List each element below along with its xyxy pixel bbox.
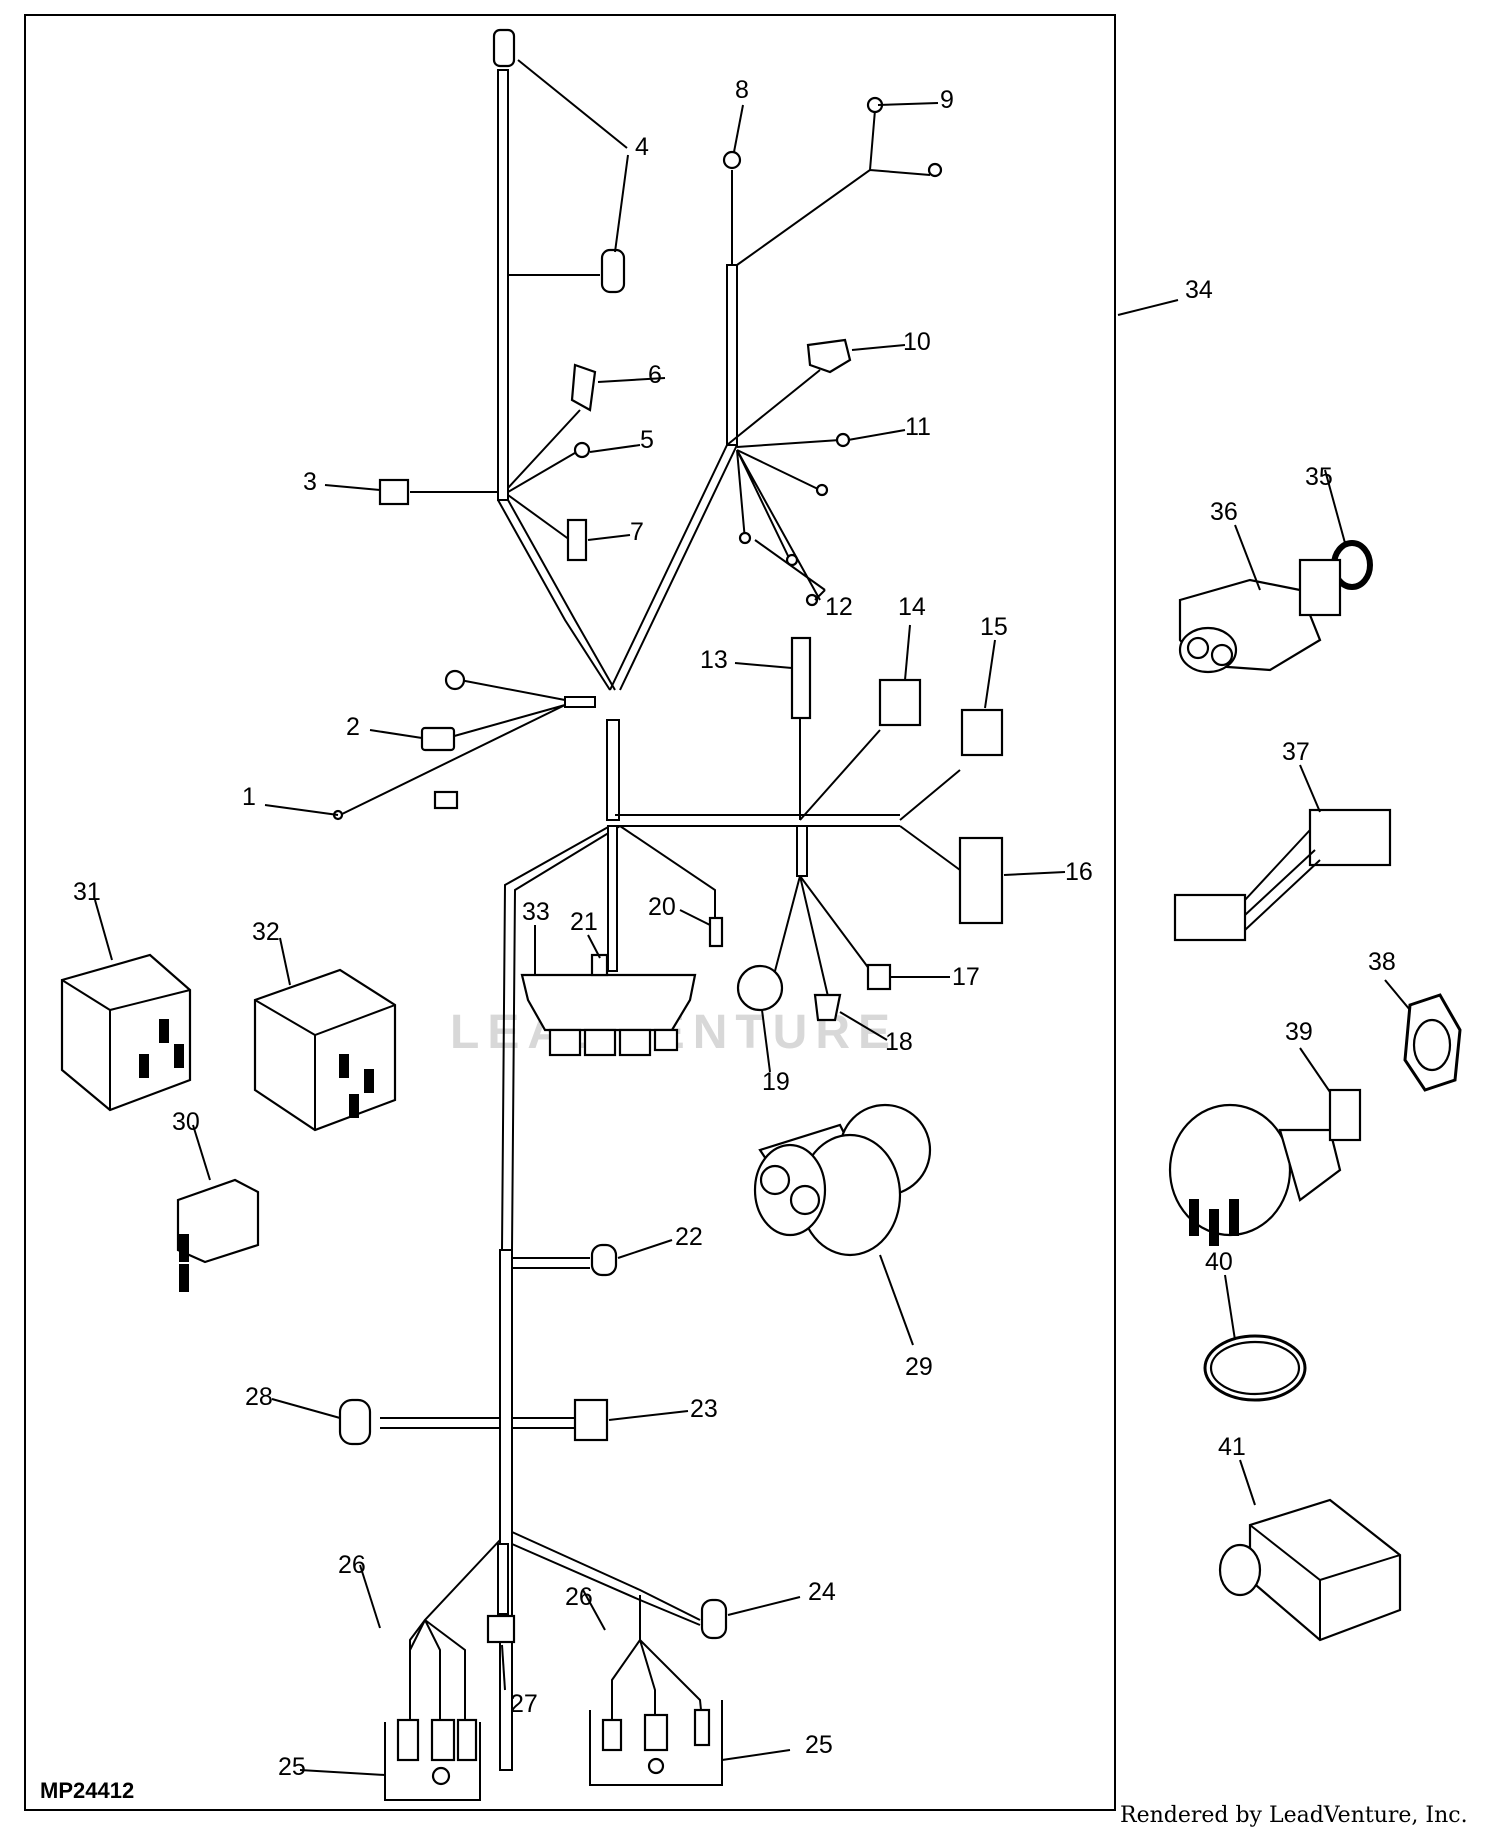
callout-24: 24 [808,1578,836,1606]
callout-14: 14 [898,593,926,621]
callout-22: 22 [675,1223,703,1251]
callout-7: 7 [630,518,644,546]
callout-31: 31 [73,878,101,906]
callout-11: 11 [905,413,931,441]
callout-40: 40 [1205,1248,1233,1276]
callout-36: 36 [1210,498,1238,526]
loose-parts-right [1168,540,1462,1642]
callout-29: 29 [905,1353,933,1381]
callout-30: 30 [172,1108,200,1136]
callout-23: 23 [690,1395,718,1423]
figure-id: MP24412 [40,1778,134,1803]
callout-33: 33 [522,898,550,926]
callout-27: 27 [510,1690,538,1718]
callout-35: 35 [1305,463,1333,491]
diagram-frame [24,14,1116,1811]
leader-lines [94,59,1411,1776]
callout-41: 41 [1218,1433,1246,1461]
callout-32: 32 [252,918,280,946]
callout-34: 34 [1185,276,1213,304]
callout-10: 10 [903,328,931,356]
callout-3: 3 [303,468,317,496]
callout-labels: 1 2 3 4 5 6 7 8 9 10 11 12 13 14 15 16 1… [73,76,1396,1781]
loose-parts-left [60,953,932,1292]
callout-26-right: 26 [565,1583,593,1611]
callout-9: 9 [940,86,954,114]
callout-6: 6 [648,361,662,389]
callout-25-right: 25 [805,1731,833,1759]
harness-connectors [332,28,1004,1801]
callout-28: 28 [245,1383,273,1411]
callout-39: 39 [1285,1018,1313,1046]
callout-25-left: 25 [278,1753,306,1781]
callout-20: 20 [648,893,676,921]
render-credit: Rendered by LeadVenture, Inc. [1120,1803,1468,1827]
callout-2: 2 [346,713,360,741]
callout-8: 8 [735,76,749,104]
callout-21: 21 [570,908,598,936]
callout-26-left: 26 [338,1551,366,1579]
callout-1: 1 [242,783,256,811]
callout-15: 15 [980,613,1008,641]
callout-17: 17 [952,963,980,991]
callout-37: 37 [1282,738,1310,766]
callout-19: 19 [762,1068,790,1096]
callout-18: 18 [885,1028,913,1056]
callout-4: 4 [635,133,649,161]
callout-16: 16 [1065,858,1093,886]
callout-38: 38 [1368,948,1396,976]
callout-12: 12 [825,593,853,621]
callout-13: 13 [700,646,728,674]
callout-5: 5 [640,426,654,454]
